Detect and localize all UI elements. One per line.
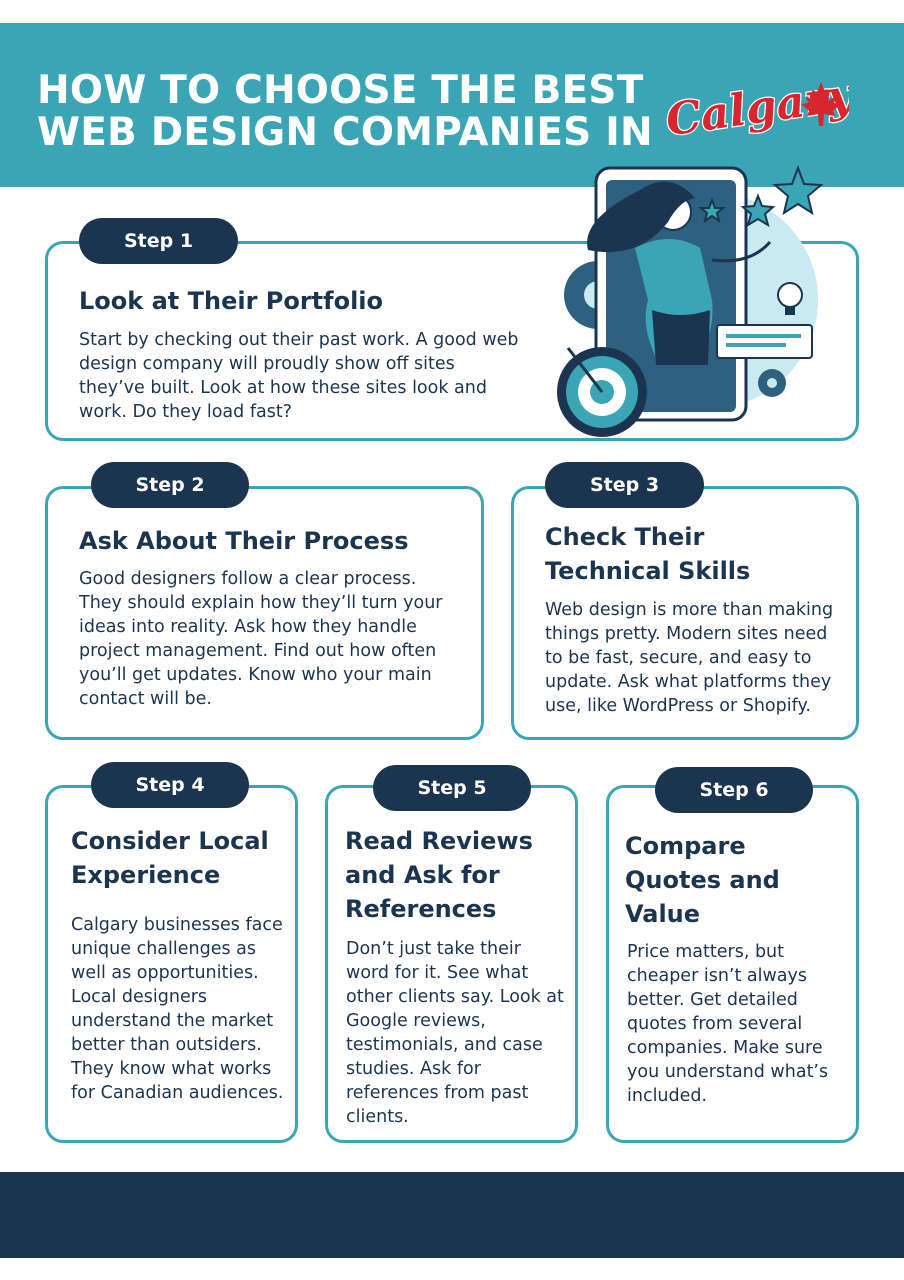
step-6-text: Price matters, but cheaper isn’t always … (627, 942, 829, 1106)
step-5-text: Don’t just take their word for it. See w… (346, 939, 564, 1127)
step-6-card (606, 785, 859, 1143)
step-3-card (511, 486, 859, 740)
calgary-logo: Calgary (664, 74, 849, 144)
step-1-title: Look at Their Portfolio (79, 287, 384, 315)
step-6-title: Compare Quotes and Value (625, 832, 780, 928)
step-3-badge: Step 3 (545, 462, 704, 508)
page-title: HOW TO CHOOSE THE BEST WEB DESIGN COMPAN… (37, 70, 653, 154)
step-1-text: Start by checking out their past work. A… (79, 330, 519, 422)
step-3-title: Check Their Technical Skills (545, 523, 751, 585)
step-2-text: Good designers follow a clear process. T… (79, 569, 443, 709)
small-gear-icon (758, 369, 786, 397)
step-5-card (325, 785, 578, 1143)
maple-leaf-icon (801, 82, 841, 126)
header-banner (0, 23, 904, 187)
title-line-2: WEB DESIGN COMPANIES IN (37, 110, 653, 155)
step-2-badge: Step 2 (91, 462, 249, 508)
footer-band (0, 1172, 904, 1258)
step-6-badge: Step 6 (655, 767, 813, 813)
step-3-text: Web design is more than making things pr… (545, 600, 834, 716)
step-4-card (45, 785, 298, 1143)
step-5-badge: Step 5 (373, 765, 531, 811)
step-1-badge: Step 1 (79, 218, 238, 264)
step-4-badge: Step 4 (91, 762, 249, 808)
step-4-title: Consider Local Experience (71, 827, 269, 889)
lightbulb-icon (777, 282, 803, 315)
browser-window-icon (716, 324, 813, 359)
step-5-title: Read Reviews and Ask for References (345, 827, 533, 923)
step-2-title: Ask About Their Process (79, 527, 409, 555)
step-4-text: Calgary businesses face unique challenge… (71, 915, 284, 1103)
title-line-1: HOW TO CHOOSE THE BEST (37, 68, 644, 113)
step-2-card (45, 486, 484, 740)
web-design-illustration (557, 165, 824, 437)
target-icon (557, 347, 647, 437)
star-icon (698, 165, 824, 228)
